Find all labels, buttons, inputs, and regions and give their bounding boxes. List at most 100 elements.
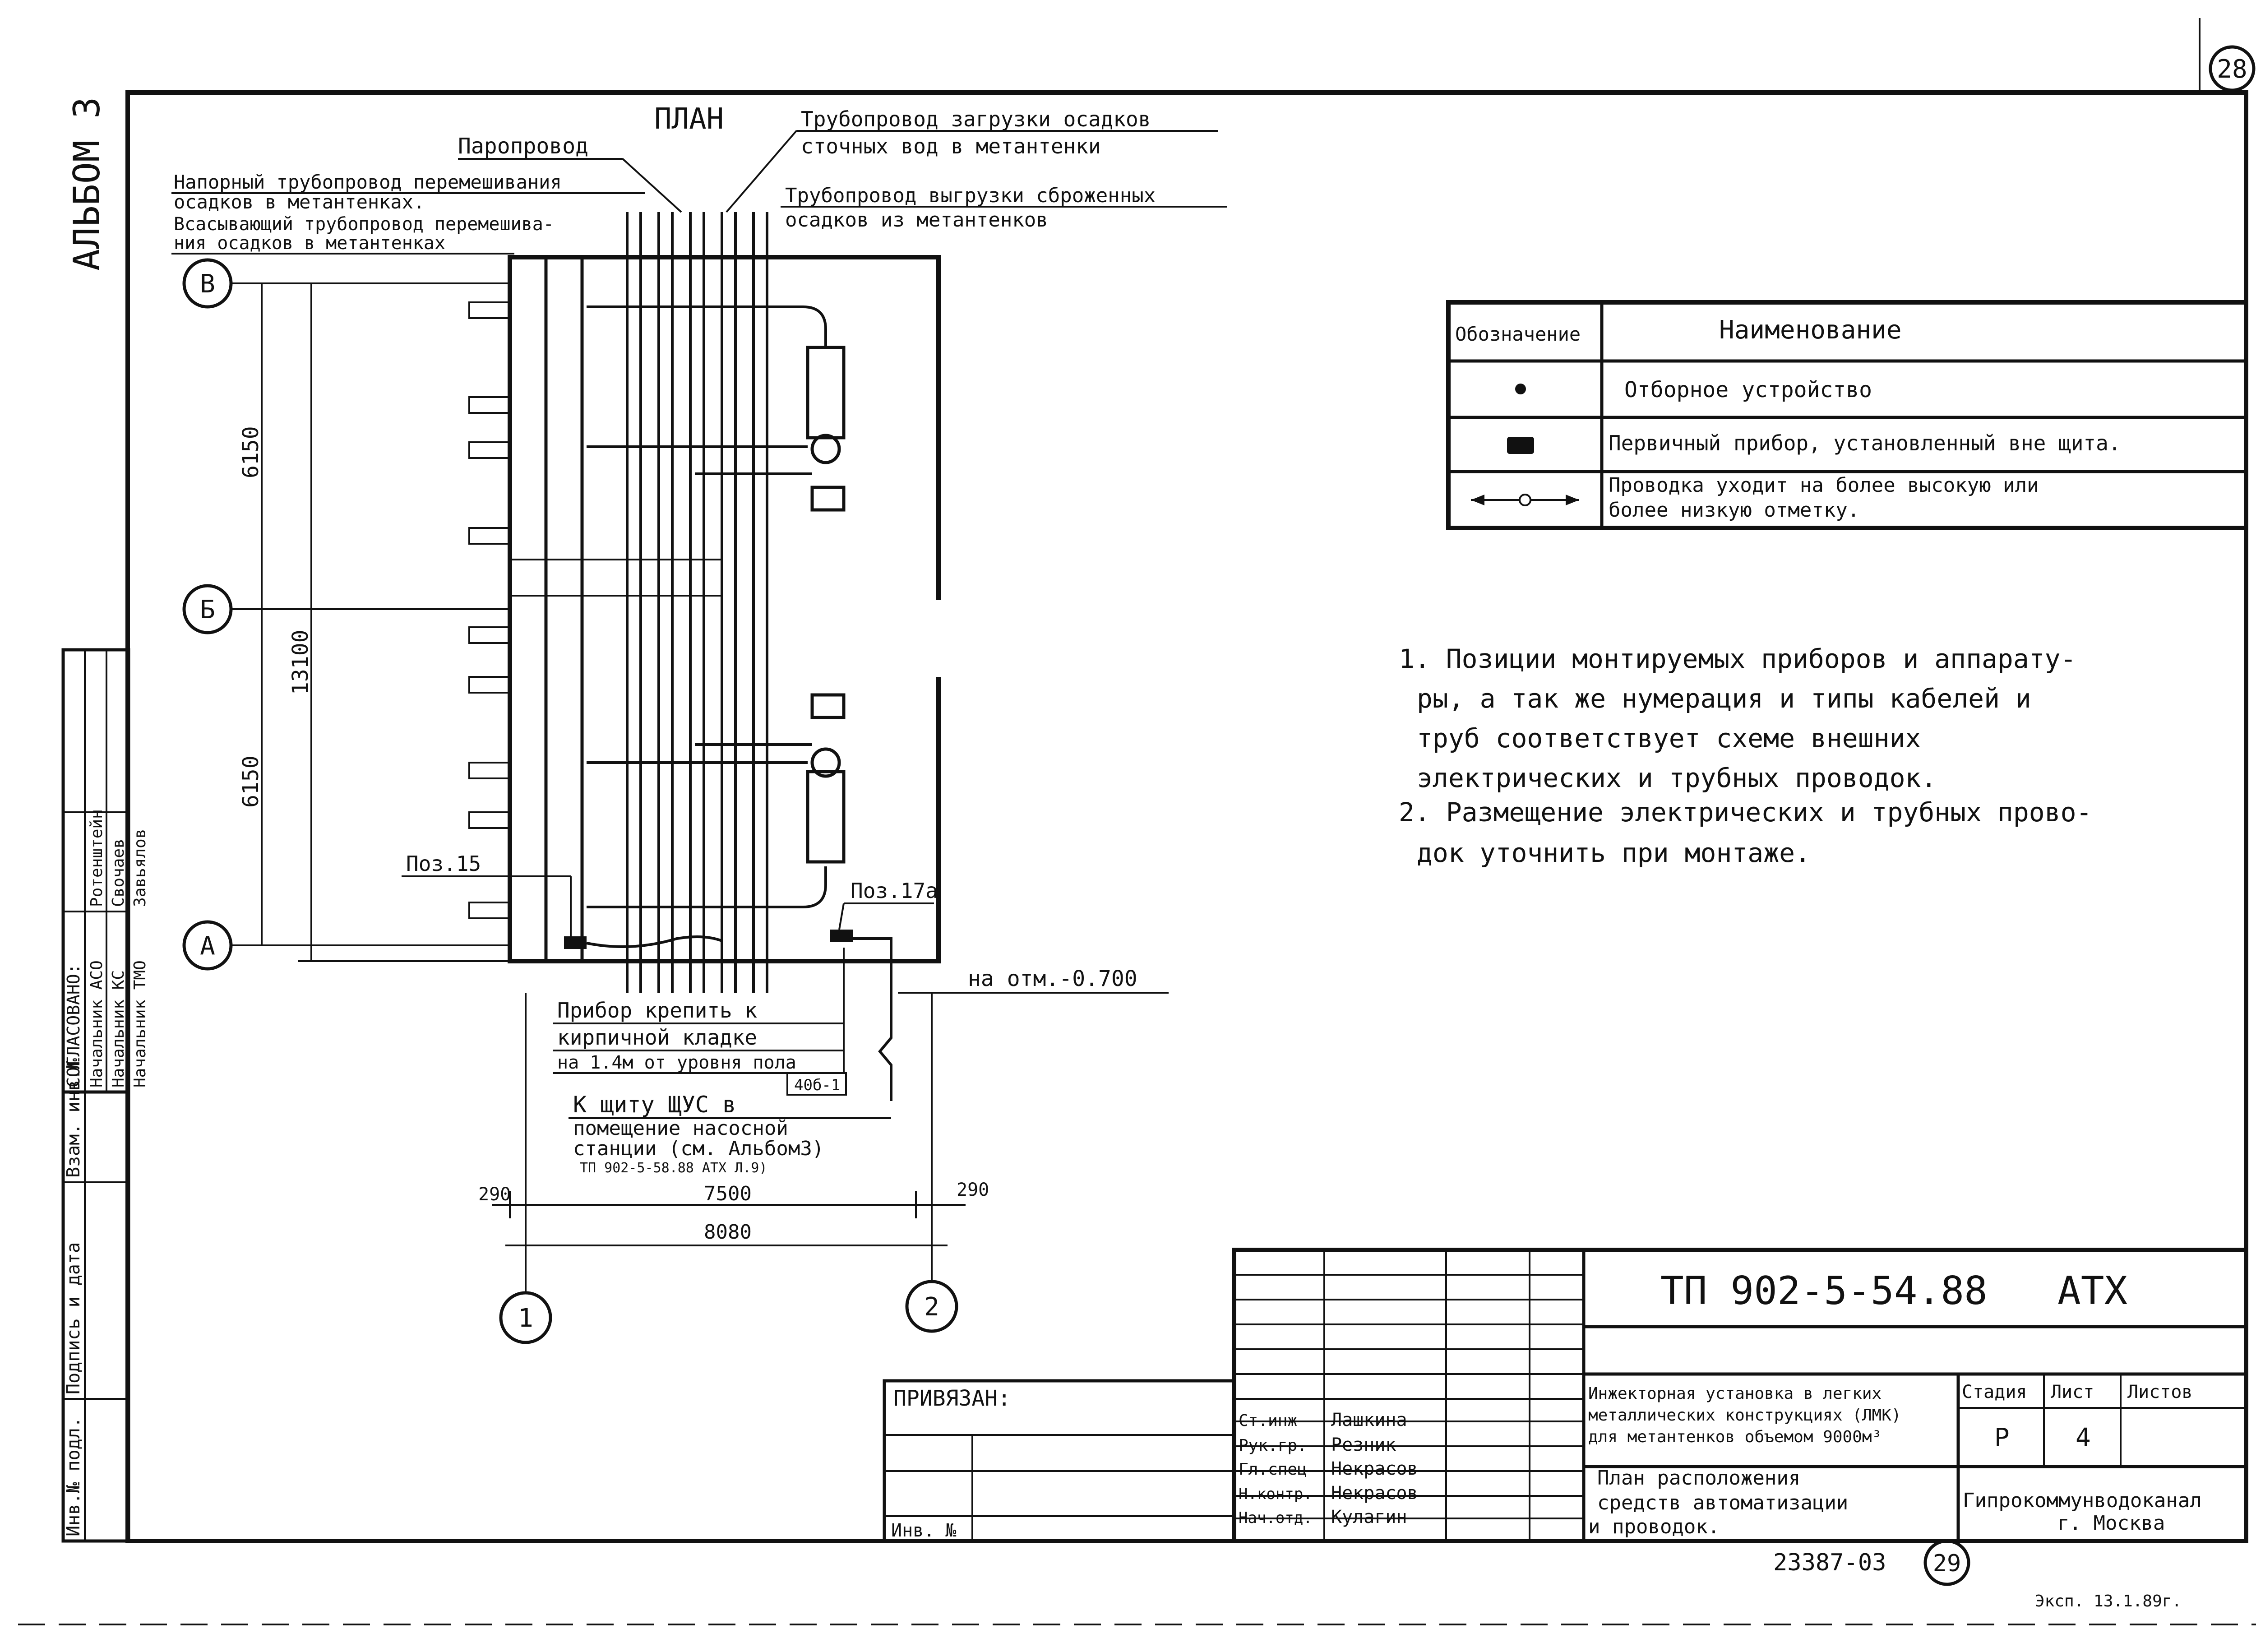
label-pressure-pipe-1: Напорный трубопровод перемешивания [174, 171, 562, 193]
side-sign-date: Подпись и дата [63, 1242, 84, 1394]
label-pressure-pipe-2: осадков в метантенках. [174, 191, 425, 213]
label-suction-pipe-1: Всасывающий трубопровод перемешива- [174, 214, 554, 235]
approval-role-ks: Начальник КС [109, 970, 128, 1087]
note-line-2: ры, а так же нумерация и типы кабелей и [1417, 683, 2031, 714]
staff-name-3: Некрасов [1331, 1458, 1418, 1479]
vertical-dimensions: 6150 6150 13100 [238, 282, 510, 962]
label-unload-pipe-2: осадков из метантенков [785, 208, 1048, 231]
legend-row-3-line-1: Проводка уходит на более высокую или [1609, 474, 2039, 497]
axis-a: А [182, 920, 510, 971]
privyazan-label: ПРИВЯЗАН: [893, 1386, 1011, 1411]
sheet-value: 4 [2076, 1423, 2091, 1453]
label-steam-pipe: Паропровод [458, 134, 588, 159]
label-panel-1: К щиту ЩУС в [573, 1092, 736, 1118]
page-circle-number: 29 [1933, 1550, 1961, 1577]
object-line-1: Инжекторная установка в легких [1588, 1384, 1882, 1403]
instrument-pos15 [564, 936, 587, 949]
vertical-pipe-bundle [626, 212, 768, 993]
axis-v-label: В [200, 269, 215, 299]
label-load-pipe-1: Трубопровод загрузки осадков [801, 107, 1151, 131]
drawing-line-2: средств автоматизации [1597, 1491, 1848, 1514]
staff-name-2: Резник [1331, 1435, 1396, 1455]
dim-290-left: 290 [478, 1184, 511, 1205]
label-elevation: на отм.-0.700 [968, 966, 1137, 991]
dim-6150-top: 6150 [238, 426, 264, 478]
injector-lower [587, 693, 846, 908]
sheets-label: Листов [2127, 1382, 2193, 1402]
axis-2: 2 [905, 993, 958, 1333]
label-code: 40б-1 [794, 1076, 840, 1094]
axis-2-label: 2 [924, 1292, 939, 1322]
staff-role-4: Н.контр. [1239, 1485, 1313, 1503]
approval-name-ks: Свочаев [109, 838, 128, 907]
label-panel-2: помещение насосной [573, 1117, 788, 1140]
label-mount-3: на 1.4м от уровня пола [557, 1052, 796, 1073]
note-line-6: док уточнить при монтаже. [1417, 838, 1811, 868]
sheet-number-text: 28 [2217, 55, 2247, 84]
side-inv-podl: Инв.№ подл. [63, 1417, 84, 1536]
axis-1: 1 [499, 993, 552, 1344]
stub-pipes [468, 301, 511, 919]
legend-row-2: Первичный прибор, установленный вне щита… [1609, 431, 2121, 455]
inv-no-label: Инв. № [891, 1520, 957, 1541]
drawing-line-1: План расположения [1597, 1467, 1800, 1490]
dim-7500: 7500 [704, 1182, 752, 1205]
label-unload-pipe-1: Трубопровод выгрузки сброженных [785, 184, 1156, 207]
approval-stamp: СОГЛАСОВАНО: Начальник АСО Ротенштейн На… [61, 648, 149, 1094]
approval-role-tmo: Начальник ТМО [131, 960, 149, 1087]
drawing-line-3: и проводок. [1588, 1515, 1720, 1538]
axis-1-label: 1 [518, 1304, 533, 1333]
stamp-note: Эксп. 13.1.89г. [2035, 1592, 2182, 1610]
horizontal-dimensions: 290 290 7500 8080 [478, 1180, 989, 1246]
legend-row-1: Отборное устройство [1624, 377, 1872, 403]
doc-type: АТХ [2057, 1268, 2127, 1314]
axis-b: Б [182, 584, 510, 634]
side-inventory-stamp: Инв.№ подл. Подпись и дата Взам. инв.№ [61, 1058, 130, 1543]
instrument-pos17a [830, 930, 853, 942]
dim-6150-bottom: 6150 [238, 755, 264, 808]
label-pos15: Поз.15 [406, 851, 481, 876]
plan-drawing: ПЛАН Паропровод Трубопровод загрузки оса… [171, 102, 1227, 1344]
sheet-label: Лист [2051, 1382, 2094, 1402]
org-line-1: Гипрокоммунводоканал [1963, 1489, 2202, 1512]
injector-upper [587, 305, 846, 512]
axis-a-label: А [200, 931, 215, 961]
org-line-2: г. Москва [2057, 1512, 2165, 1535]
approval-role-aso: Начальник АСО [88, 960, 106, 1087]
note-line-4: электрических и трубных проводок. [1417, 763, 1937, 793]
sheet-number-badge: 28 [2209, 45, 2256, 92]
label-mount-1: Прибор крепить к [557, 998, 757, 1023]
stage-label: Стадия [1962, 1382, 2027, 1402]
staff-role-3: Гл.спец [1239, 1460, 1307, 1479]
dim-13100: 13100 [288, 630, 313, 695]
legend-row-3-line-2: более низкую отметку. [1609, 499, 1859, 522]
binding-block: ПРИВЯЗАН: Инв. № [883, 1379, 1236, 1543]
archive-number: 23387-03 [1773, 1549, 1886, 1576]
staff-name-1: Лашкина [1331, 1410, 1407, 1430]
label-mount-2: кирпичной кладке [557, 1025, 757, 1050]
note-line-1: 1. Позиции монтируемых приборов и аппара… [1399, 643, 2076, 674]
stage-value: Р [1994, 1423, 2010, 1453]
note-line-3: труб соответствует схеме внешних [1417, 723, 1921, 754]
object-line-2: металлических конструкциях (ЛМК) [1588, 1406, 1901, 1425]
approval-name-tmo: Завьялов [131, 829, 149, 907]
legend-table: Обозначение Наименование Отборное устрой… [1446, 300, 2248, 530]
legend-col-name: Наименование [1719, 315, 1902, 345]
album-label: АЛЬБОМ 3 [66, 97, 108, 271]
footer: 23387-03 29 Эксп. 13.1.89г. [18, 1539, 2256, 1625]
side-vzam: Взам. инв.№ [63, 1058, 84, 1178]
wiring-elevation-symbol [1471, 494, 1579, 506]
label-load-pipe-2: сточных вод в метантенки [801, 134, 1101, 158]
sampling-device-symbol [1515, 384, 1526, 394]
axis-v: В [182, 258, 510, 309]
primary-instrument-symbol [1507, 437, 1534, 454]
staff-role-1: Ст.инж [1239, 1411, 1297, 1430]
doc-code: ТП 902-5-54.88 [1660, 1268, 1988, 1314]
legend-col-designation: Обозначение [1455, 323, 1581, 345]
staff-name-4: Некрасов [1331, 1483, 1418, 1504]
label-panel-3: станции (см. Альбом3) [573, 1137, 824, 1160]
note-line-5: 2. Размещение электрических и трубных пр… [1399, 797, 2092, 828]
title-block: ТП 902-5-54.88 АТХ Ст.инж Лашкина Рук.гр… [1232, 1248, 2248, 1543]
notes-block: 1. Позиции монтируемых приборов и аппара… [1399, 643, 2092, 868]
